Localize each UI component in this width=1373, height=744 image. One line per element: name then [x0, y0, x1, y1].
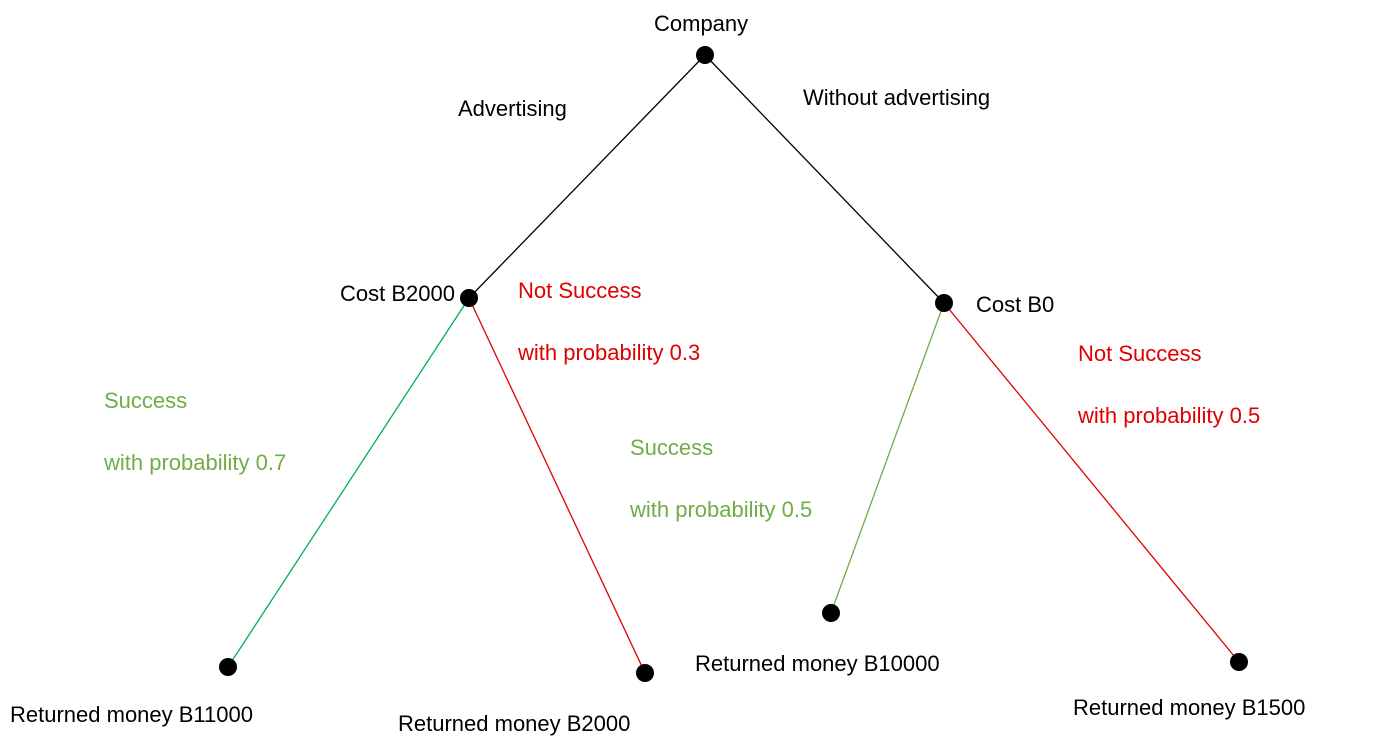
- adv-fail-title: Not Success: [518, 278, 642, 303]
- noadv-fail-probability: with probability 0.5: [1077, 403, 1260, 428]
- noadv-fail-title: Not Success: [1078, 341, 1202, 366]
- edge-noadv-success: [830, 302, 945, 614]
- leaf-noadv-fail: [1230, 653, 1248, 671]
- leaf-noadv-success: [822, 604, 840, 622]
- edge-noadv-fail: [943, 302, 1240, 663]
- leaf-adv-success: [219, 658, 237, 676]
- cost-without-label: Cost B0: [976, 292, 1054, 317]
- noadv-success-title: Success: [630, 435, 713, 460]
- noadv-fail-result: Returned money B1500: [1073, 695, 1305, 720]
- edge-without-advertising: [704, 54, 945, 304]
- cost-advertising-label: Cost B2000: [340, 281, 455, 306]
- edge-adv-fail: [468, 297, 646, 674]
- branch-without-label: Without advertising: [803, 85, 990, 110]
- branch-advertising-label: Advertising: [458, 96, 567, 121]
- node-cost-without: [935, 294, 953, 312]
- adv-success-result: Returned money B11000: [10, 702, 253, 727]
- leaf-adv-fail: [636, 664, 654, 682]
- noadv-success-probability: with probability 0.5: [629, 497, 812, 522]
- edge-advertising: [468, 54, 706, 299]
- noadv-success-result: Returned money B10000: [695, 651, 940, 676]
- node-company: [696, 46, 714, 64]
- root-label: Company: [654, 11, 748, 36]
- adv-fail-probability: with probability 0.3: [517, 340, 700, 365]
- adv-success-title: Success: [104, 388, 187, 413]
- edge-adv-success: [227, 297, 470, 668]
- adv-fail-result: Returned money B2000: [398, 711, 630, 736]
- adv-success-probability: with probability 0.7: [103, 450, 286, 475]
- node-cost-advertising: [460, 289, 478, 307]
